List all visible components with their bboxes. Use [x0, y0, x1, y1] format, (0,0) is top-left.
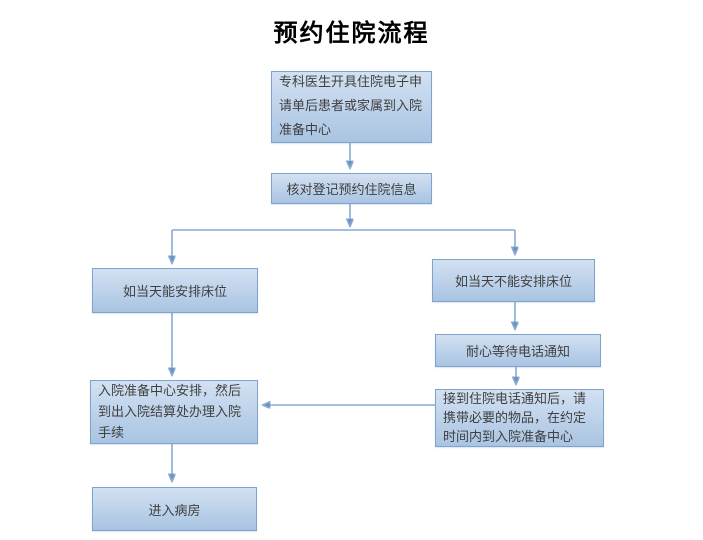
flow-node-admission-arrange-label: 入院准备中心安排，然后到出入院结算处办理入院手续 [98, 383, 242, 441]
flow-node-wait-call-label: 耐心等待电话通知 [465, 345, 570, 360]
flow-node-enter-ward: 进入病房 [92, 487, 257, 531]
flow-node-bed-unavailable: 如当天不能安排床位 [432, 259, 595, 302]
flow-node-start: 专科医生开具住院电子申请单后患者或家属到入院准备中心 [271, 71, 432, 143]
flow-node-bed-unavailable-label: 如当天不能安排床位 [454, 275, 572, 290]
flow-node-verify: 核对登记预约住院信息 [271, 173, 432, 204]
flow-node-admission-arrange: 入院准备中心安排，然后到出入院结算处办理入院手续 [90, 380, 258, 444]
flow-node-bed-available: 如当天能安排床位 [92, 268, 258, 313]
flow-node-wait-call: 耐心等待电话通知 [435, 334, 601, 367]
flow-node-enter-ward-label: 进入病房 [148, 503, 201, 519]
flow-node-verify-label: 核对登记预约住院信息 [286, 183, 417, 198]
flow-node-start-label: 专科医生开具住院电子申请单后患者或家属到入院准备中心 [279, 75, 423, 138]
diagram-title: 预约住院流程 [273, 18, 430, 47]
flow-node-receive-call: 接到住院电话通知后，请携带必要的物品，在约定时间内到入院准备中心 [435, 389, 604, 447]
flow-node-bed-available-label: 如当天能安排床位 [122, 285, 227, 300]
flow-node-receive-call-label: 接到住院电话通知后，请携带必要的物品，在约定时间内到入院准备中心 [443, 391, 587, 445]
